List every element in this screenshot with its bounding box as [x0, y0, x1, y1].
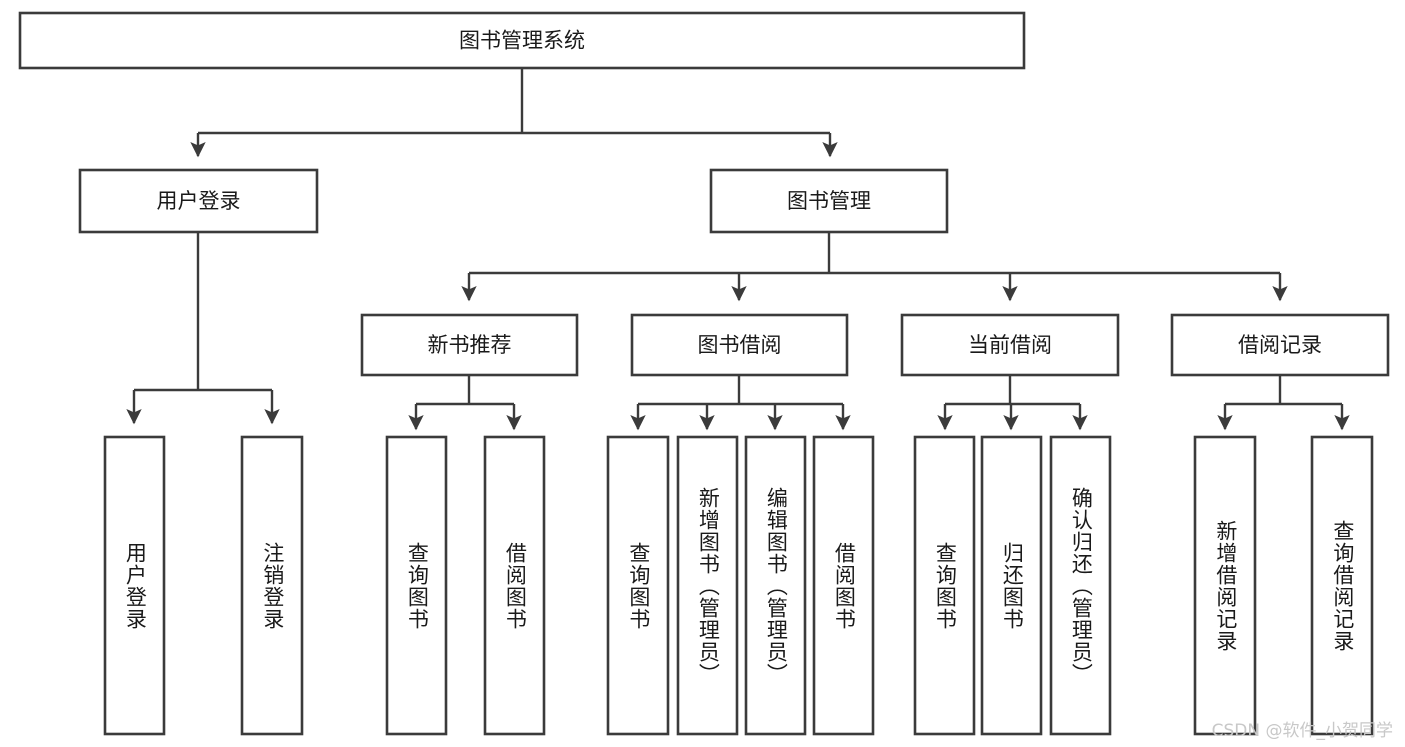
node-book-management-label: 图书管理: [787, 189, 871, 213]
node-new-book-recommend-label: 新书推荐: [428, 333, 512, 357]
node-new-book-recommend[interactable]: 新书推荐: [360, 313, 579, 377]
leaf-box-return-book[interactable]: [980, 435, 1043, 736]
leaf-box-borrow-book-2[interactable]: [812, 435, 875, 736]
leaf-box-add-book[interactable]: [676, 435, 739, 736]
leaf-box-confirm-return[interactable]: [1049, 435, 1112, 736]
leaf-box-user-login[interactable]: [103, 435, 166, 736]
node-root-label: 图书管理系统: [459, 29, 585, 53]
connector-root-to-level2: [190, 68, 838, 158]
node-book-borrow-label: 图书借阅: [698, 333, 782, 357]
csdn-watermark: CSDN @软件_小贺同学: [1211, 721, 1393, 741]
node-user-login-label: 用户登录: [157, 189, 241, 213]
node-current-borrow[interactable]: 当前借阅: [900, 313, 1120, 377]
leaf-box-query-book-3[interactable]: [913, 435, 976, 736]
node-borrow-record[interactable]: 借阅记录: [1170, 313, 1390, 377]
node-user-login-box[interactable]: [78, 168, 319, 234]
connector-current-borrow-to-leaves: [937, 375, 1088, 431]
node-user-login[interactable]: 用户登录: [78, 168, 319, 234]
node-book-management[interactable]: 图书管理: [709, 168, 949, 234]
connector-user-login-to-leaves: [126, 232, 280, 425]
node-borrow-record-label: 借阅记录: [1238, 333, 1322, 357]
leaf-box-logout-login[interactable]: [240, 435, 304, 736]
leaf-box-query-book-2[interactable]: [606, 435, 670, 736]
leaf-box-edit-book[interactable]: [744, 435, 807, 736]
connector-new-book-recommend-to-leaves: [408, 375, 522, 431]
node-current-borrow-label: 当前借阅: [968, 333, 1052, 357]
node-new-book-recommend-box[interactable]: [360, 313, 579, 377]
connector-borrow-record-to-leaves: [1217, 375, 1350, 431]
node-root[interactable]: 图书管理系统: [18, 11, 1026, 70]
leaf-box-borrow-book-1[interactable]: [483, 435, 546, 736]
node-current-borrow-box[interactable]: [900, 313, 1120, 377]
node-book-borrow[interactable]: 图书借阅: [630, 313, 849, 377]
leaf-box-query-record[interactable]: [1310, 435, 1374, 736]
connector-book-borrow-to-leaves: [630, 375, 851, 431]
leaf-box-query-book-1[interactable]: [385, 435, 448, 736]
connector-book-management-to-level3: [461, 232, 1288, 302]
node-root-box[interactable]: [18, 11, 1026, 70]
leaf-box-add-record[interactable]: [1193, 435, 1257, 736]
